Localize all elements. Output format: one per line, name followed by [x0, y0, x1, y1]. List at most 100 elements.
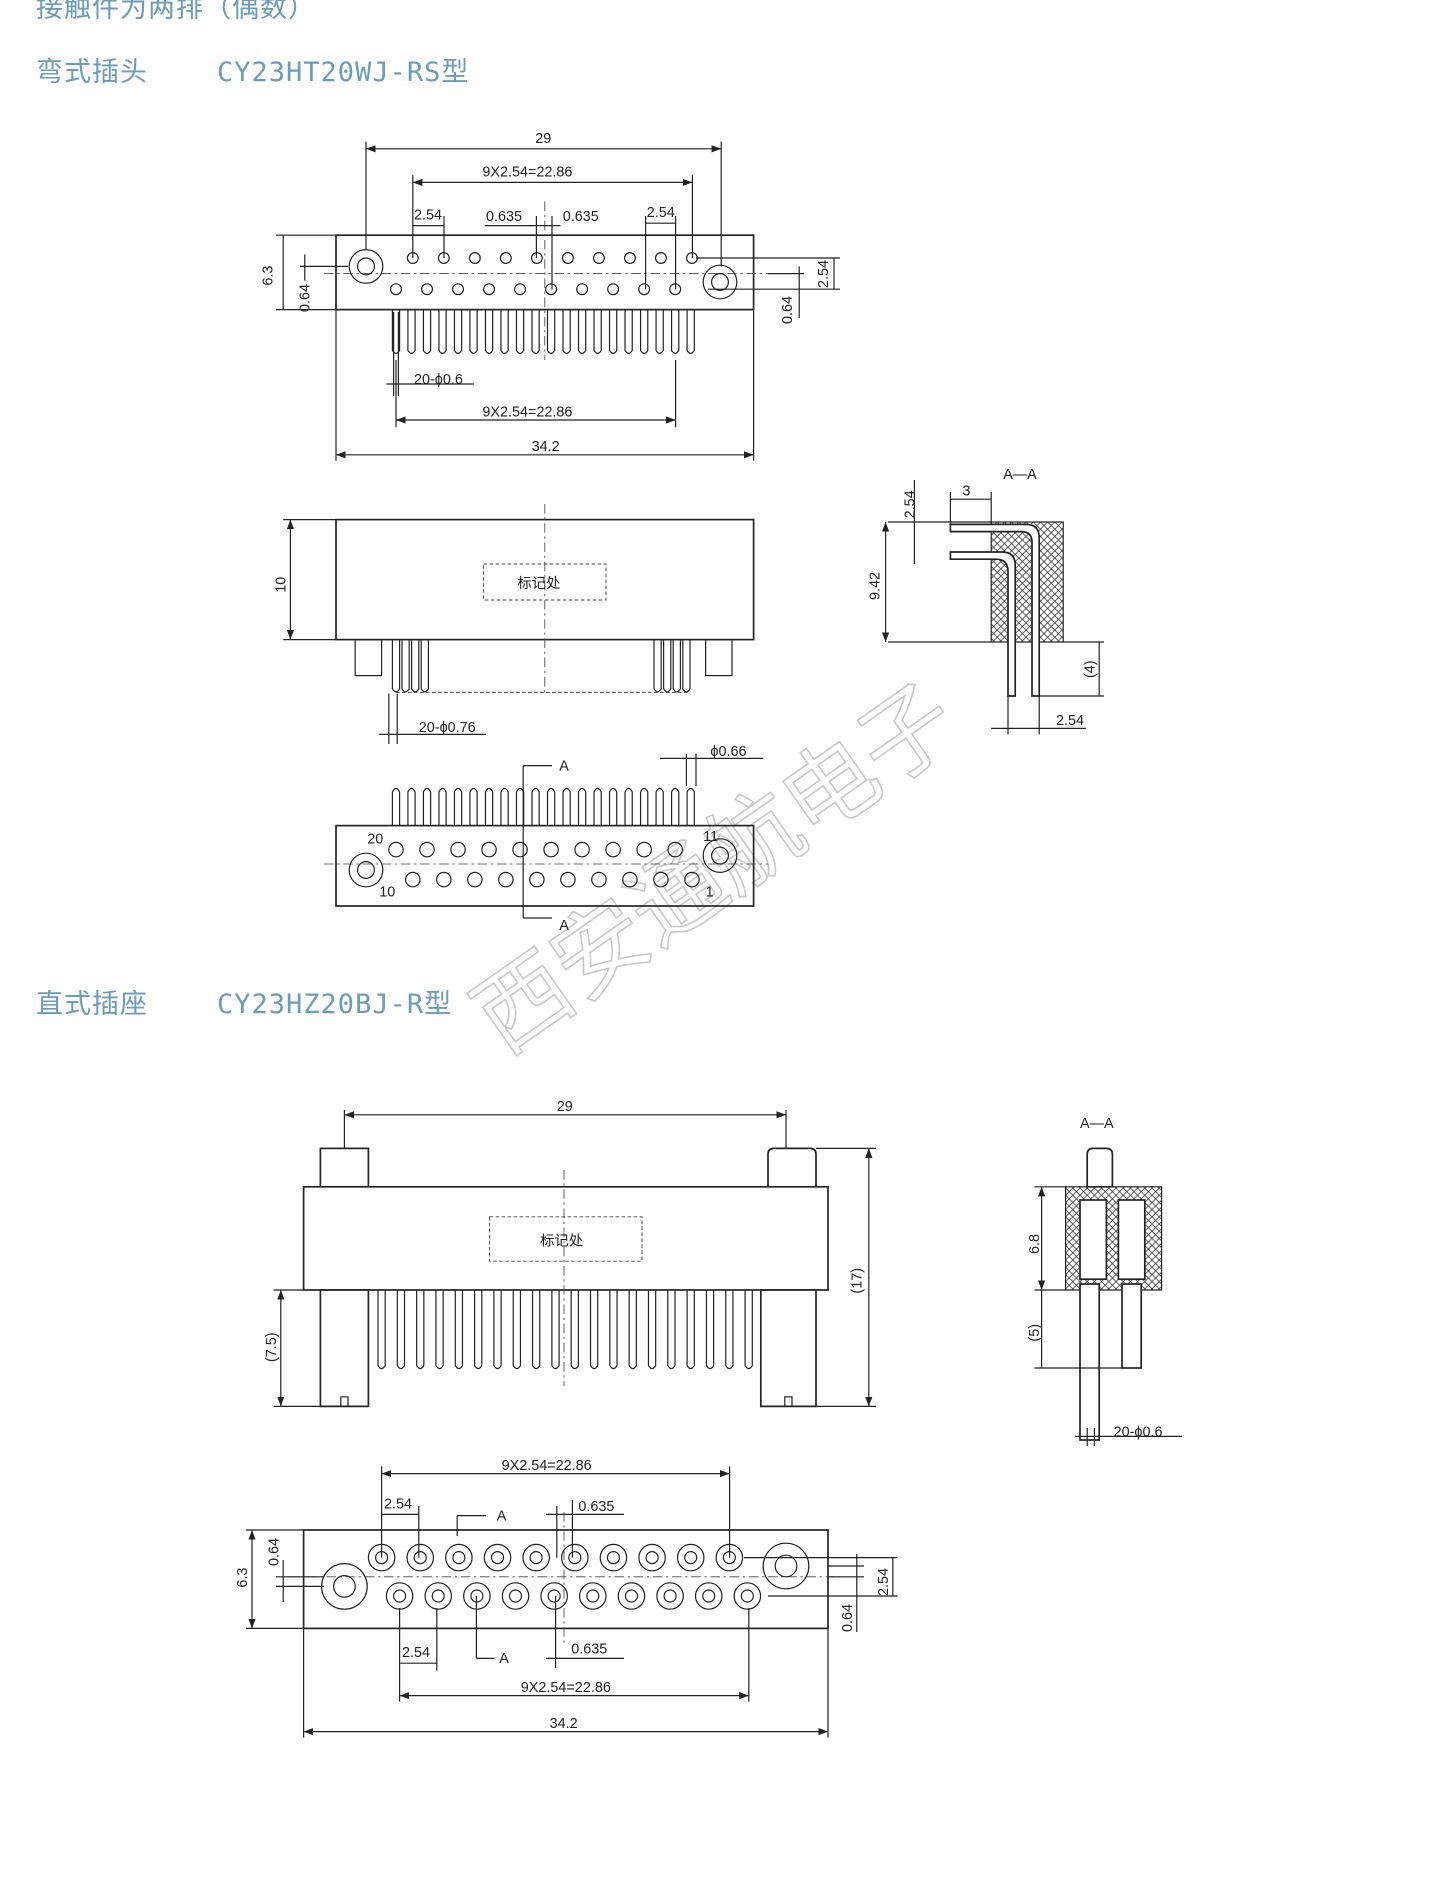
- contact-hole-inner: [547, 1589, 561, 1603]
- contact-pad: [388, 841, 404, 858]
- socket-front-view: 标记处 29 (17) (7.5): [264, 1099, 876, 1408]
- contact-pad: [498, 871, 514, 888]
- pin-tail: [546, 309, 556, 354]
- dim-2.54-bottom: 2.54: [1056, 713, 1084, 729]
- contact-hole: [545, 283, 558, 296]
- pin-tail: [469, 309, 478, 354]
- pin-leg: [593, 787, 602, 826]
- contact-hole: [733, 1582, 762, 1610]
- dim-17: (17): [850, 1268, 866, 1294]
- dim-6.3: 6.3: [260, 266, 276, 286]
- pin-leg: [562, 787, 571, 826]
- socket-model-heading: 直式插座 CY23HZ20BJ-R型: [36, 989, 453, 1020]
- pin-leg: [577, 787, 587, 826]
- contact-hole-inner: [431, 1589, 445, 1603]
- pin-tail: [401, 639, 410, 693]
- marking-area: [483, 563, 607, 601]
- dim-9.42: 9.42: [868, 572, 884, 600]
- contact-hole: [424, 1582, 453, 1610]
- contact-hole-inner: [452, 1551, 466, 1565]
- plug-model-heading: 弯式插头 CY23HT20WJ-RS型: [36, 57, 470, 88]
- contact-hole-inner: [684, 1551, 698, 1565]
- pin-tail: [655, 309, 664, 354]
- pin-tail: [551, 1290, 560, 1370]
- pin-number-20: 20: [367, 832, 383, 848]
- dim-pitch-top: 9X2.54=22.86: [482, 164, 572, 180]
- pin-leg: [624, 787, 633, 826]
- dim-phi-0.66: ϕ0.66: [710, 744, 746, 760]
- contact-pad: [653, 871, 669, 888]
- contact-hole-inner: [606, 1551, 621, 1565]
- contact-hole: [694, 1582, 723, 1610]
- dim-6.8: 6.8: [1027, 1234, 1043, 1254]
- section-title: A—A: [1003, 467, 1037, 483]
- contact-hole: [656, 1582, 684, 1610]
- dim-0.635-bottom: 0.635: [571, 1642, 607, 1658]
- pin-tail: [562, 309, 571, 354]
- contact-hole: [623, 252, 636, 264]
- pin-tail: [577, 309, 587, 354]
- dim-10: 10: [274, 577, 290, 593]
- pin-tail: [396, 1290, 406, 1370]
- pin-leg: [655, 787, 664, 826]
- pin-leg: [438, 787, 447, 826]
- pin-tail: [609, 1290, 618, 1370]
- section-marker-a-bottom: A: [499, 1651, 509, 1667]
- section-title: A—A: [1080, 1116, 1114, 1132]
- contact-hole: [522, 1543, 550, 1572]
- dim-34.2: 34.2: [550, 1716, 578, 1732]
- contact-hole: [406, 1543, 435, 1572]
- pin-leg: [469, 787, 478, 826]
- dim-0.64-left: 0.64: [298, 284, 314, 312]
- dim-0.64-left: 0.64: [266, 1538, 282, 1566]
- pin-tail: [531, 309, 540, 354]
- pin-tail: [686, 1290, 695, 1370]
- socket-section-aa: A—A 6.8 (5) 20-ϕ0.6: [1027, 1116, 1182, 1446]
- pin-tail: [725, 1290, 734, 1370]
- dim-34.2: 34.2: [532, 439, 560, 455]
- plug-section-aa: A—A 9.42 2.54 3 (4) 2.54: [868, 467, 1104, 735]
- contact-rows-heading: 接触件为两排（偶数）: [36, 0, 316, 24]
- pin-tail: [628, 1290, 637, 1370]
- pin-leg: [422, 787, 432, 826]
- contact-hole: [592, 252, 605, 264]
- pin-leg: [686, 787, 695, 826]
- marking-area: [489, 1216, 643, 1262]
- dim-2.54-bottom: 2.54: [402, 1645, 430, 1661]
- pin-tail: [435, 1290, 444, 1370]
- plug-bottom-view: A A ϕ0.66 20 10 11 1: [324, 744, 768, 934]
- pin-number-11: 11: [703, 829, 718, 845]
- contact-pad: [543, 841, 559, 858]
- contact-hole-inner: [624, 1589, 639, 1603]
- socket-body-bottom: [302, 1529, 829, 1630]
- pin-tail: [639, 309, 649, 354]
- contact-hole-inner: [392, 1589, 407, 1603]
- dim-0635-left: 0.635: [486, 209, 522, 225]
- pin-leg: [531, 787, 540, 826]
- contact-hole-inner: [568, 1551, 582, 1565]
- contact-pad: [405, 871, 421, 888]
- pin-tail: [653, 639, 662, 693]
- contact-hole-inner: [645, 1551, 659, 1565]
- contact-hole-inner: [740, 1589, 754, 1603]
- dim-7.5: (7.5): [264, 1332, 280, 1362]
- pin-tail: [670, 309, 680, 354]
- pin-number-1: 1: [706, 884, 714, 900]
- pin-tail: [672, 639, 681, 693]
- contact-hole: [561, 1543, 589, 1572]
- contact-pad: [636, 841, 652, 858]
- contact-hole: [499, 252, 512, 264]
- pin-tail: [744, 1290, 753, 1370]
- contact-pad: [591, 871, 607, 888]
- dim-pin-diameter-side: 20-ϕ0.76: [419, 720, 476, 736]
- dim-2.54-top: 2.54: [902, 490, 918, 518]
- contact-pad: [450, 841, 466, 858]
- pin-leg: [515, 787, 525, 826]
- contact-hole: [676, 1543, 705, 1572]
- dim-5: (5): [1027, 1324, 1043, 1342]
- contact-hole: [514, 283, 527, 296]
- pin-tail: [422, 309, 432, 354]
- contact-hole: [468, 252, 481, 264]
- plug-body-bottom: [335, 824, 755, 907]
